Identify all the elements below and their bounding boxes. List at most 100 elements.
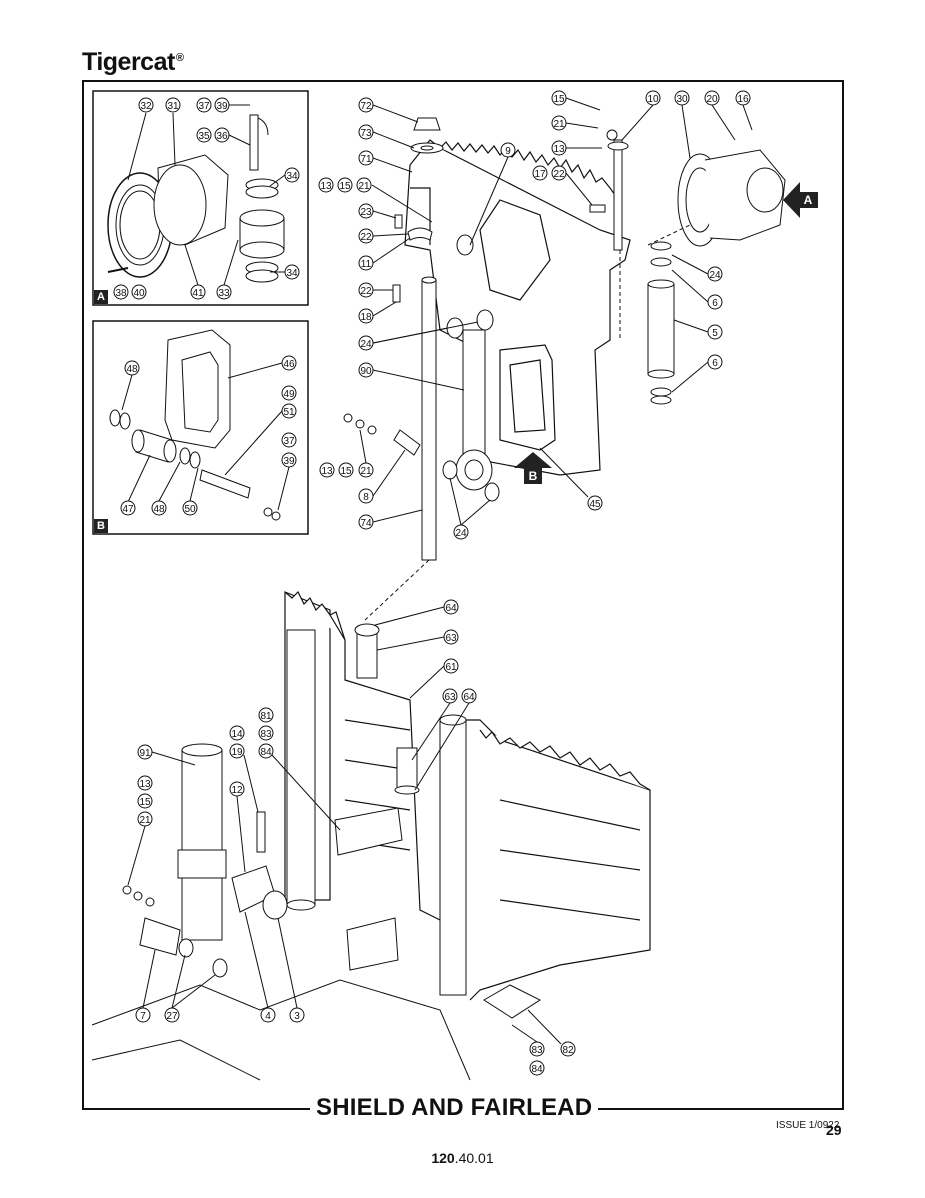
ring-gear-30 bbox=[677, 149, 786, 247]
svg-text:10: 10 bbox=[647, 94, 659, 105]
callout-c6: 36 bbox=[214, 127, 251, 146]
callout-c17: 37 bbox=[281, 432, 297, 448]
callout-c66: 12 bbox=[229, 781, 246, 873]
callout-c26: 13 bbox=[318, 177, 334, 193]
svg-text:15: 15 bbox=[339, 181, 351, 192]
callout-c49: 30 bbox=[674, 90, 691, 159]
callout-c64: 14 bbox=[229, 725, 245, 741]
callout-c25: 9 bbox=[469, 142, 516, 246]
callout-c77: 84 bbox=[529, 1060, 545, 1076]
svg-text:83: 83 bbox=[531, 1045, 543, 1056]
callout-c37: 15 bbox=[338, 462, 354, 478]
svg-text:32: 32 bbox=[140, 101, 152, 112]
callout-c5: 35 bbox=[196, 127, 212, 143]
callout-c61: 81 bbox=[258, 707, 274, 723]
callout-c46: 17 bbox=[532, 165, 548, 181]
svg-text:21: 21 bbox=[360, 466, 372, 477]
inset-a-label: A bbox=[94, 290, 108, 304]
svg-text:18: 18 bbox=[360, 312, 372, 323]
callout-c21: 50 bbox=[182, 467, 199, 516]
callout-c22: 72 bbox=[358, 97, 419, 123]
callout-c53: 6 bbox=[671, 269, 723, 310]
inset-a-box bbox=[92, 90, 309, 306]
callout-c42: 45 bbox=[539, 447, 603, 511]
callout-c24: 71 bbox=[358, 150, 413, 173]
svg-text:20: 20 bbox=[706, 94, 718, 105]
svg-text:21: 21 bbox=[553, 119, 565, 130]
svg-text:90: 90 bbox=[360, 366, 372, 377]
lower-tubes bbox=[286, 623, 467, 996]
callout-c13: 48 bbox=[121, 360, 140, 411]
svg-text:21: 21 bbox=[139, 815, 151, 826]
callout-labels: 32 31 37 39 35 36 34 34 38 40 41 33 48 4… bbox=[113, 90, 753, 1076]
view-arrow-a-label: A bbox=[803, 193, 813, 207]
inset-b-label: B bbox=[94, 519, 108, 533]
callout-c43: 15 bbox=[551, 90, 601, 111]
brand-mark: ® bbox=[175, 51, 184, 64]
svg-text:21: 21 bbox=[358, 181, 370, 192]
svg-text:82: 82 bbox=[562, 1045, 574, 1056]
view-arrow-b-label: B bbox=[528, 469, 538, 483]
svg-text:9: 9 bbox=[505, 146, 511, 157]
svg-text:72: 72 bbox=[360, 101, 372, 112]
svg-text:37: 37 bbox=[283, 436, 295, 447]
svg-text:15: 15 bbox=[139, 797, 151, 808]
svg-text:23: 23 bbox=[360, 207, 372, 218]
svg-text:6: 6 bbox=[712, 358, 718, 369]
svg-text:39: 39 bbox=[216, 101, 228, 112]
svg-text:22: 22 bbox=[360, 286, 372, 297]
svg-text:39: 39 bbox=[283, 456, 295, 467]
svg-text:31: 31 bbox=[167, 101, 179, 112]
lower-hardware bbox=[91, 807, 542, 1081]
callout-c50: 20 bbox=[704, 90, 736, 141]
svg-text:48: 48 bbox=[153, 504, 165, 515]
svg-text:74: 74 bbox=[360, 518, 372, 529]
svg-text:48: 48 bbox=[126, 364, 138, 375]
callout-c11: 41 bbox=[184, 244, 206, 300]
svg-text:35: 35 bbox=[198, 131, 210, 142]
callout-c16: 51 bbox=[224, 403, 297, 476]
svg-text:13: 13 bbox=[139, 779, 151, 790]
svg-text:8: 8 bbox=[363, 492, 369, 503]
callout-c3: 37 bbox=[196, 97, 212, 113]
svg-text:15: 15 bbox=[553, 94, 565, 105]
view-arrow-a bbox=[783, 182, 818, 218]
page-number: 120.40.01 bbox=[0, 1150, 925, 1166]
svg-text:83: 83 bbox=[260, 729, 272, 740]
callout-c60: 64 bbox=[414, 688, 477, 791]
svg-text:81: 81 bbox=[260, 711, 272, 722]
svg-text:46: 46 bbox=[283, 359, 295, 370]
svg-text:7: 7 bbox=[140, 1011, 146, 1022]
callout-c38: 21 bbox=[358, 429, 374, 478]
callout-c56: 64 bbox=[374, 599, 459, 626]
inset-a-bolt bbox=[107, 267, 129, 273]
svg-text:34: 34 bbox=[286, 171, 298, 182]
svg-text:34: 34 bbox=[286, 268, 298, 279]
callout-c28: 21 bbox=[356, 177, 433, 223]
callout-c32: 22 bbox=[358, 282, 393, 298]
inset-b-box bbox=[92, 320, 309, 535]
callout-c74: 3 bbox=[277, 917, 305, 1023]
svg-text:17: 17 bbox=[534, 169, 546, 180]
brand-name: Tigercat bbox=[82, 48, 175, 76]
inset-b-bushing bbox=[109, 409, 281, 521]
callout-c2: 31 bbox=[165, 97, 181, 166]
inset-a-bearings bbox=[239, 114, 285, 283]
callout-c41: 24 bbox=[449, 477, 491, 540]
svg-text:84: 84 bbox=[260, 747, 272, 758]
svg-text:63: 63 bbox=[445, 633, 457, 644]
svg-text:6: 6 bbox=[712, 298, 718, 309]
upper-cap-stack bbox=[410, 117, 444, 154]
svg-text:63: 63 bbox=[444, 692, 456, 703]
svg-text:84: 84 bbox=[531, 1064, 543, 1075]
callout-c27: 15 bbox=[337, 177, 353, 193]
svg-text:22: 22 bbox=[360, 232, 372, 243]
callout-c57: 63 bbox=[376, 629, 459, 651]
svg-text:4: 4 bbox=[265, 1011, 271, 1022]
svg-text:13: 13 bbox=[553, 144, 565, 155]
svg-text:11: 11 bbox=[361, 259, 372, 270]
callout-c55: 6 bbox=[671, 354, 723, 393]
callout-c58: 61 bbox=[409, 658, 459, 699]
callout-c9: 38 bbox=[113, 284, 129, 300]
